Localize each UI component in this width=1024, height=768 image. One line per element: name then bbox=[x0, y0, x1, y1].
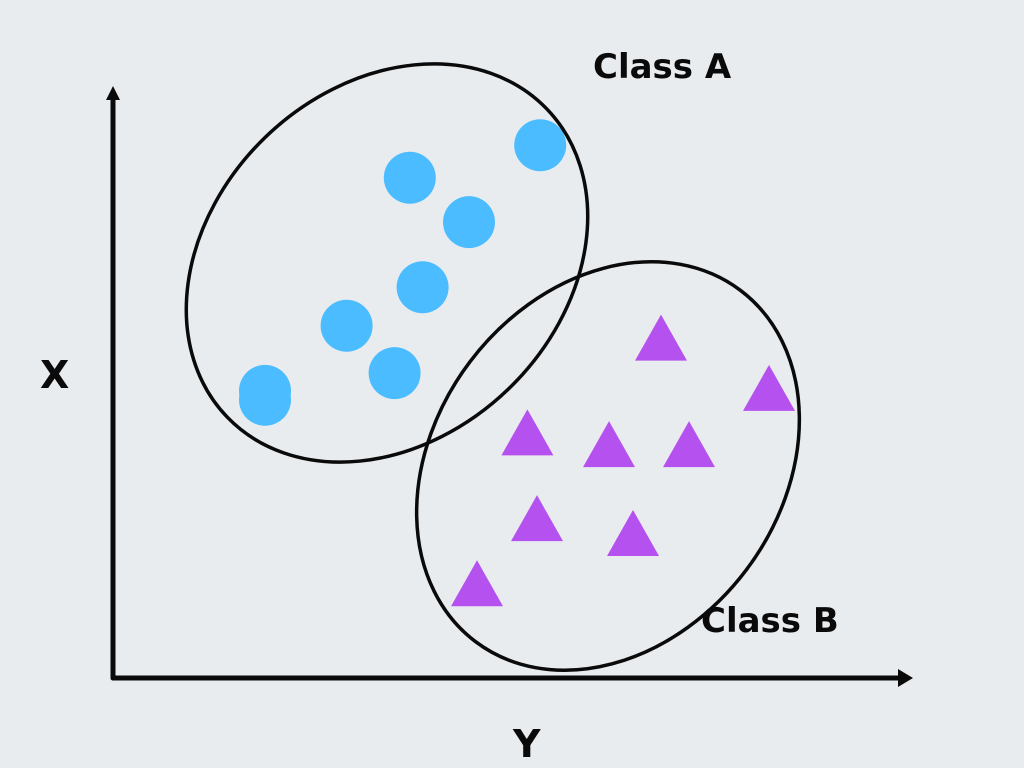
class-b-point-1 bbox=[635, 314, 687, 361]
class-b-cluster-boundary bbox=[414, 260, 802, 672]
data-points bbox=[239, 119, 795, 607]
class-b-point-4 bbox=[583, 421, 635, 468]
class-a-point-4 bbox=[443, 196, 495, 249]
vertical-axis-label: X bbox=[40, 353, 69, 397]
vertical-axis-arrowhead bbox=[106, 86, 120, 100]
class-a-point-6 bbox=[320, 299, 373, 352]
class-b-point-8 bbox=[451, 560, 503, 607]
class-b-label: Class B bbox=[701, 601, 839, 641]
class-a-point-5 bbox=[396, 261, 449, 314]
class-a-point-3 bbox=[514, 119, 567, 172]
class-a-cluster-boundary bbox=[184, 62, 590, 464]
class-b-point-6 bbox=[511, 495, 563, 542]
class-a-point-8 bbox=[239, 373, 291, 426]
class-b-point-7 bbox=[607, 509, 659, 556]
horizontal-axis-arrowhead bbox=[898, 669, 913, 687]
class-a-point-7 bbox=[368, 347, 421, 400]
class-b-point-3 bbox=[501, 409, 554, 456]
class-a-point-2 bbox=[383, 151, 436, 204]
class-b-point-2 bbox=[743, 364, 795, 411]
horizontal-axis-label: Y bbox=[512, 722, 541, 766]
class-b-point-5 bbox=[663, 421, 715, 468]
class-a-label: Class A bbox=[593, 47, 732, 87]
